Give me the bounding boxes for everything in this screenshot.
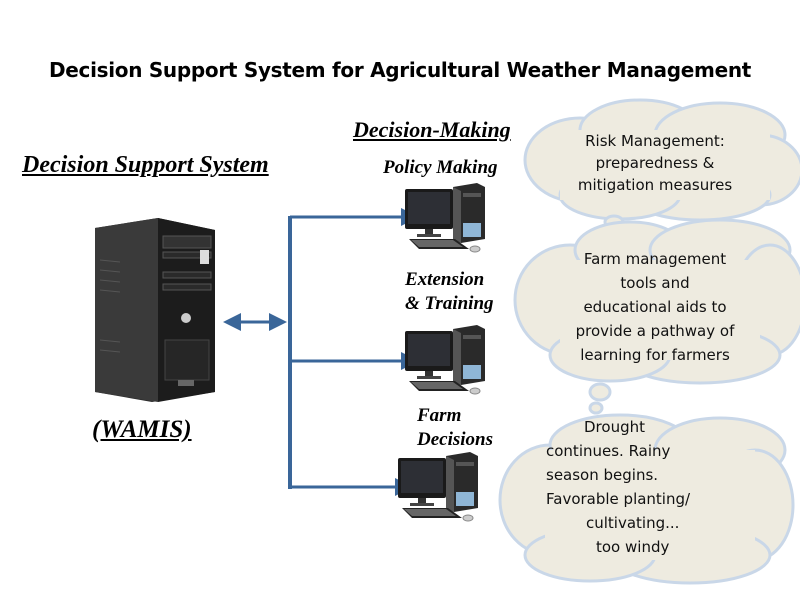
cloud-fill-cover	[545, 130, 770, 560]
cloud-line: educational aids to	[583, 298, 727, 316]
cloud-text-3: Drought continues. Rainy season begins. …	[546, 415, 716, 559]
page-title: Decision Support System for Agricultural…	[48, 58, 752, 82]
cloud-line: tools and	[620, 274, 690, 292]
cloud-line: Favorable planting/	[546, 490, 691, 508]
cloud-text-1: Risk Management: preparedness & mitigati…	[555, 130, 755, 196]
wamis-label: (WAMIS)	[92, 416, 192, 443]
connector-lines	[223, 208, 419, 496]
label-line: & Training	[405, 293, 494, 314]
dss-heading: Decision Support System	[22, 152, 269, 178]
cloud-line: provide a pathway of	[575, 322, 735, 340]
label-line: Extension	[405, 269, 485, 290]
label-line: Decisions	[417, 429, 493, 450]
computer-icon-extension	[404, 324, 486, 395]
label-line: Farm	[417, 405, 462, 426]
cloud-line: too windy	[596, 538, 670, 556]
cloud-line: learning for farmers	[580, 346, 730, 364]
computer-icon-farm	[397, 451, 479, 522]
branch-label-farm: Farm Decisions	[417, 404, 493, 452]
branch-label-extension: Extension & Training	[405, 268, 494, 316]
cloud-line: mitigation measures	[577, 176, 733, 194]
cloud-line: preparedness &	[595, 154, 715, 172]
cloud-text-2: Farm management tools and educational ai…	[555, 247, 755, 367]
branch-label-policy: Policy Making	[383, 157, 498, 178]
cloud-line: cultivating...	[586, 514, 680, 532]
server-tower-icon	[95, 218, 215, 402]
cloud-line: Drought	[584, 418, 645, 436]
cloud-line: Farm management	[583, 250, 727, 268]
cloud-line: Risk Management:	[585, 132, 725, 150]
cloud-line: season begins.	[546, 466, 659, 484]
cloud-line: continues. Rainy	[546, 442, 671, 460]
computer-icon-policy	[404, 182, 486, 253]
decision-making-heading: Decision-Making	[353, 117, 511, 142]
